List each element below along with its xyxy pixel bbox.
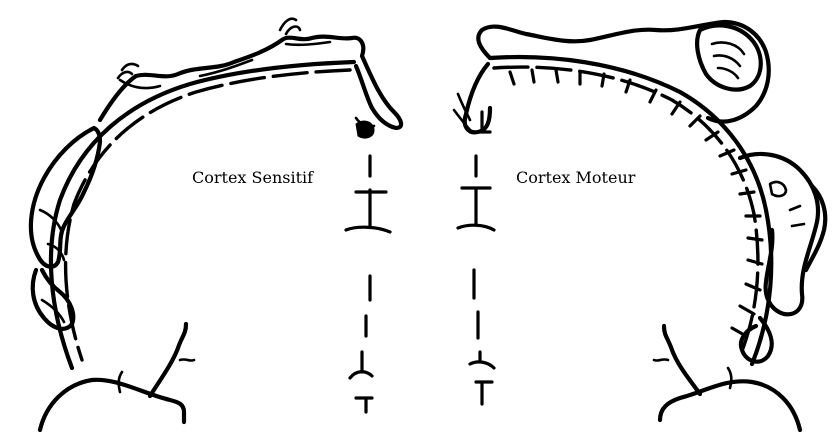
sensory-central-line-lower <box>362 276 370 372</box>
motor-central-base <box>458 225 494 230</box>
motor-central-line-lower <box>474 270 480 362</box>
sensory-cortex-section <box>31 19 401 430</box>
motor-homunculus-head-detail <box>712 42 744 78</box>
sensory-top-knob <box>356 121 374 138</box>
sensory-lower-border <box>40 380 184 430</box>
sensory-central-base <box>346 227 390 232</box>
sensory-central-foot <box>350 372 372 412</box>
motor-homunculus-eye <box>770 182 804 226</box>
motor-central-foot <box>470 362 494 404</box>
sensory-cortex-arc-inner <box>51 62 354 368</box>
sensory-cortex-arc-inner-2 <box>66 70 350 360</box>
motor-lower-branch <box>664 326 700 394</box>
motor-cortex-arc-inner <box>494 67 758 356</box>
motor-homunculus-arm <box>465 64 490 132</box>
motor-cortex-section <box>454 22 825 430</box>
motor-central-line-top <box>474 112 490 224</box>
motor-cortex-arc-outer <box>490 57 771 364</box>
motor-homunculus-face <box>740 154 818 314</box>
sensory-homunculus-hair <box>280 19 300 34</box>
motor-radial-ticks <box>510 70 762 336</box>
sensory-cortex-label: Cortex Sensitif <box>192 170 313 186</box>
motor-cortex-label: Cortex Moteur <box>516 170 635 186</box>
sensory-homunculus-body <box>100 37 401 128</box>
